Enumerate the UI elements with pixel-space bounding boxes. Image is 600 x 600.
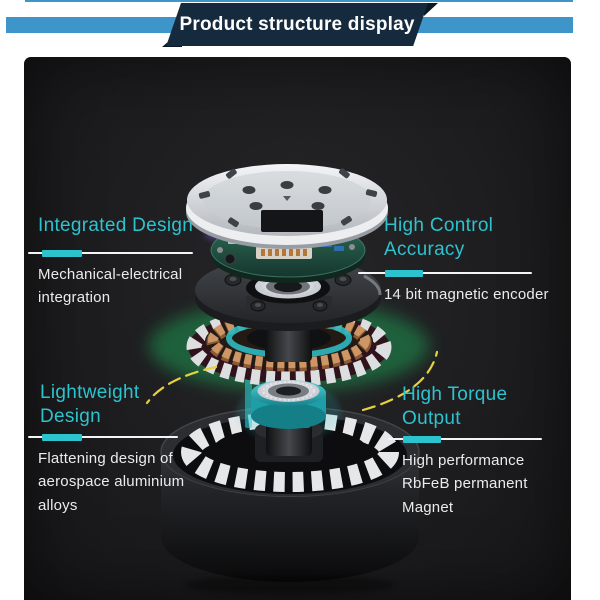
- callout-lightweight-design: Lightweight Design Flattening design of …: [28, 381, 198, 517]
- callout-title: High Torque Output: [402, 384, 508, 429]
- callout-title: High Control Accuracy: [384, 215, 494, 260]
- callout-title: Lightweight Design: [40, 382, 140, 427]
- callout-description: Flattening design of aerospace aluminium…: [38, 450, 185, 514]
- callout-underline-accent: [385, 269, 423, 277]
- callout-description: High performance RbFeB permanent Magnet: [402, 452, 528, 516]
- callout-underline-accent: [42, 249, 82, 257]
- callout-title: Integrated Design: [38, 215, 194, 236]
- callout-underline: [358, 269, 532, 277]
- callout-description: 14 bit magnetic encoder: [384, 286, 549, 303]
- banner-title: Product structure display: [179, 14, 415, 35]
- callout-underline: [28, 249, 193, 257]
- callout-description: Mechanical-electrical integration: [38, 266, 183, 307]
- callout-high-torque-output: High Torque Output High performance RbFe…: [388, 383, 568, 519]
- callout-underline-accent: [42, 433, 82, 441]
- banner-ribbon: Product structure display: [166, 3, 428, 46]
- callout-underline: [388, 435, 542, 443]
- callout-underline-accent: [403, 435, 441, 443]
- callout-high-control-accuracy: High Control Accuracy 14 bit magnetic en…: [358, 214, 572, 306]
- callout-underline: [28, 433, 178, 441]
- banner-top-line: [25, 0, 573, 2]
- callout-integrated-design: Integrated Design Mechanical-electrical …: [28, 214, 198, 310]
